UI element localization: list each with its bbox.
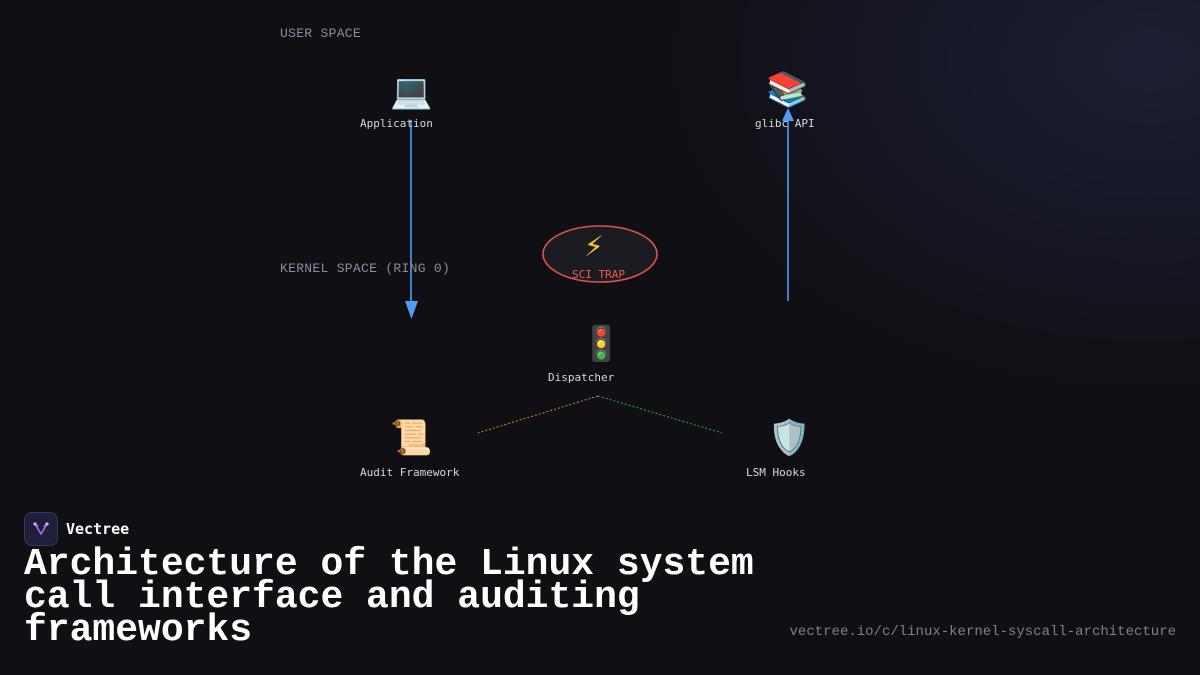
- vectree-logo-mark: [33, 522, 49, 535]
- dispatcher-to-lsm-link: [597, 395, 723, 434]
- dispatcher-to-audit-link: [477, 395, 599, 434]
- laptop-icon: 💻: [390, 72, 433, 112]
- brand: Vectree: [24, 512, 129, 546]
- app-to-kernel-arrowhead: [405, 301, 418, 319]
- vectree-logo-icon: [24, 512, 58, 546]
- lightning-icon: ⚡: [584, 230, 604, 263]
- scroll-icon: 📜: [390, 418, 433, 458]
- dispatcher-label: Dispatcher: [548, 371, 615, 384]
- kernel-space-label: KERNEL SPACE (RING 0): [280, 261, 451, 276]
- application-label: Application: [360, 117, 433, 130]
- books-icon: 📚: [766, 70, 809, 110]
- lsm-hooks-label: LSM Hooks: [746, 466, 806, 479]
- brand-name: Vectree: [66, 520, 130, 538]
- sci-trap-node: [542, 225, 658, 283]
- page-title: Architecture of the Linux system call in…: [24, 543, 754, 652]
- kernel-to-glibc-arrowhead: [782, 108, 794, 121]
- glibc-api-label: glibc API: [755, 117, 815, 130]
- user-space-label: USER SPACE: [280, 26, 362, 41]
- source-url: vectree.io/c/linux-kernel-syscall-archit…: [789, 624, 1176, 640]
- traffic-light-icon: 🚦: [580, 324, 623, 364]
- audit-framework-label: Audit Framework: [360, 466, 460, 479]
- sci-trap-label: SCI TRAP: [572, 268, 625, 281]
- shield-icon: 🛡️: [768, 418, 811, 458]
